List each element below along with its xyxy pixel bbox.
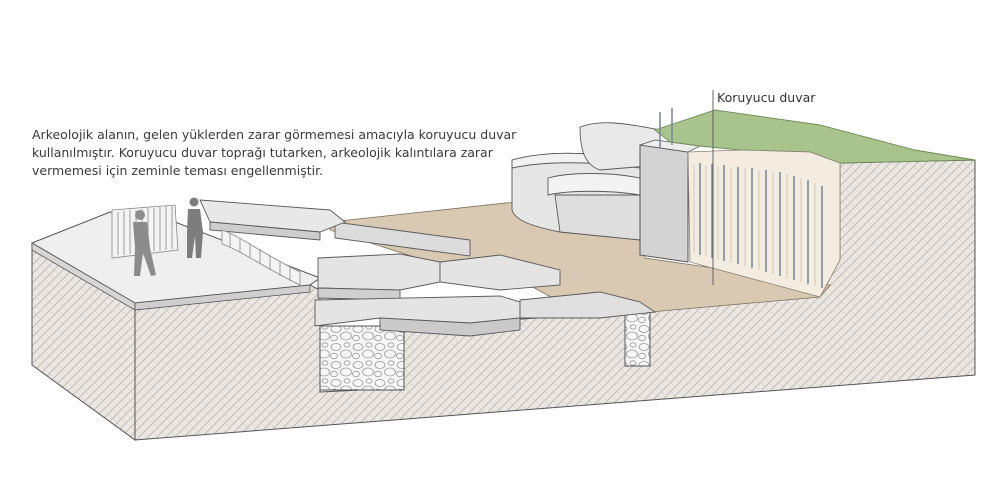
stone-fill-left: [319, 325, 405, 391]
protective-wall: [639, 139, 702, 263]
earth-block: [30, 159, 976, 441]
person-figure-left: [133, 210, 156, 276]
callout-label: Koruyucu duvar: [717, 90, 816, 105]
description-line: vermemesi için zeminle teması engellenmi…: [32, 163, 324, 178]
wall-posts: [659, 108, 823, 288]
person-figure-right: [187, 197, 203, 258]
wall-slats: [693, 165, 816, 286]
description-line: kullanılmıştır. Koruyucu duvar toprağı t…: [32, 145, 493, 160]
upper-terraces: [511, 122, 661, 241]
archaeological-remains: [199, 199, 657, 337]
description-text: Arkeolojik alanın, gelen yüklerden zarar…: [32, 126, 532, 180]
description-line: Arkeolojik alanın, gelen yüklerden zarar…: [32, 127, 517, 142]
stone-fill-right: [624, 309, 651, 367]
retained-soil: [687, 149, 841, 298]
